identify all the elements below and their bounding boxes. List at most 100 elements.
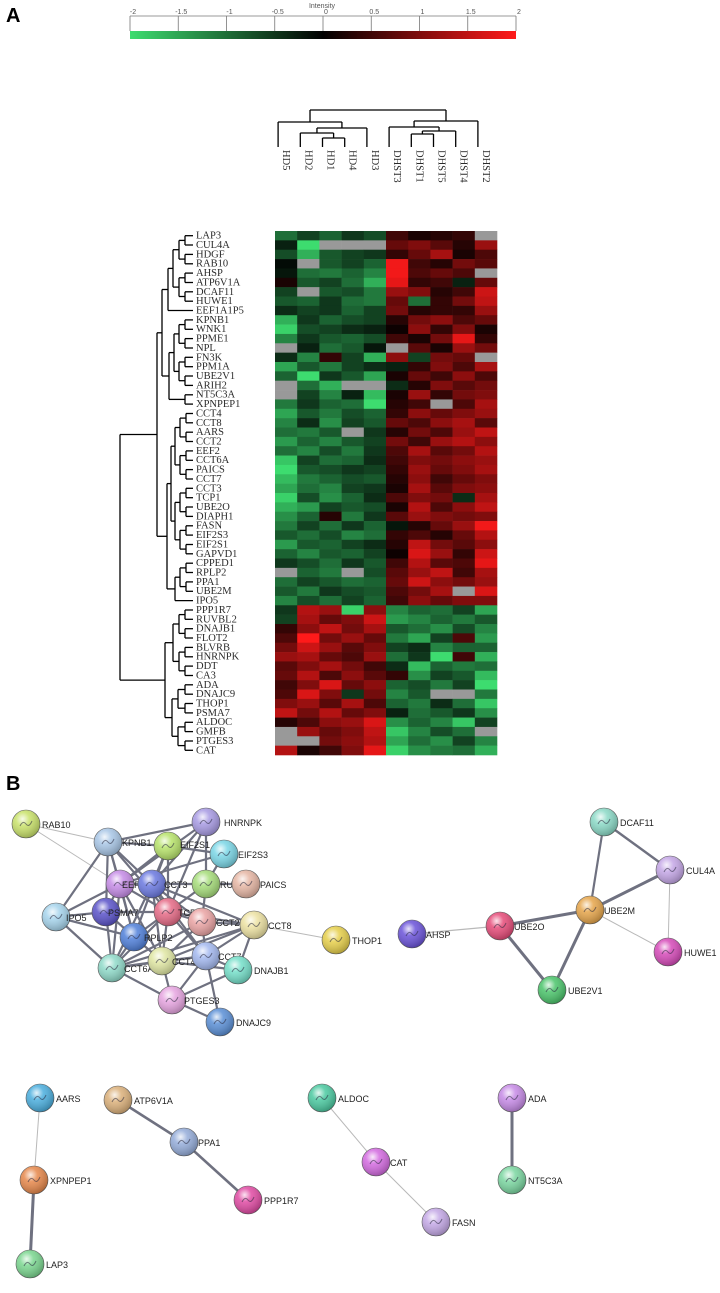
heatmap-cell (474, 371, 498, 382)
heatmap-cell (275, 614, 298, 625)
row-label: FASN (196, 521, 222, 532)
heatmap-cell (386, 390, 409, 400)
network-node-huwe1: HUWE1 (653, 937, 717, 967)
heatmap-cell (363, 539, 387, 550)
heatmap-cell (341, 708, 365, 718)
heatmap-cell (341, 614, 365, 625)
heatmap-cell (341, 324, 365, 335)
heatmap-cell (474, 521, 498, 531)
row-label: CCT2 (196, 437, 222, 448)
network-node-label: DCAF11 (620, 818, 654, 828)
heatmap-cell (363, 315, 387, 325)
heatmap-cell (341, 408, 365, 419)
network-node-ahsp: AHSP (397, 919, 451, 949)
heatmap-cell (297, 277, 320, 288)
heatmap-cell (386, 287, 409, 297)
heatmap-cell (319, 652, 342, 662)
heatmap-cell (452, 399, 476, 410)
heatmap-cell (275, 277, 298, 288)
heatmap-cell (297, 530, 320, 541)
heatmap-cell (297, 483, 320, 494)
heatmap-cell (319, 268, 342, 279)
panel-a-label: A (6, 5, 20, 27)
heatmap-cell (319, 680, 342, 690)
heatmap-cell (408, 717, 431, 728)
column-label: DHST2 (480, 150, 491, 183)
heatmap-cell (430, 567, 453, 578)
heatmap-cell (341, 483, 365, 494)
heatmap-cell (408, 427, 431, 438)
heatmap-cell (386, 661, 409, 672)
row-label: AARS (196, 427, 224, 438)
heatmap-cell (452, 511, 476, 522)
heatmap-cell (363, 408, 387, 419)
heatmap-cell (430, 296, 453, 307)
heatmap-cell (297, 549, 320, 559)
row-label: THOP1 (196, 699, 229, 710)
network-node-label: DNAJB1 (254, 966, 289, 976)
protein-structure-icon (99, 908, 113, 915)
row-label: GAPVD1 (196, 549, 237, 560)
heatmap-cell (363, 633, 387, 644)
heatmap-cell (408, 333, 431, 344)
network-node-cct8: CCT8 (239, 910, 292, 940)
heatmap-cell (386, 277, 409, 288)
heatmap-cell (452, 539, 476, 550)
row-label: BLVRB (196, 642, 230, 653)
heatmap-cell (363, 399, 387, 410)
heatmap-cell (297, 717, 320, 728)
row-label: FLOT2 (196, 633, 228, 644)
heatmap-cell (386, 455, 409, 466)
row-label: DCAF11 (196, 287, 234, 298)
color-scale-tick-label: 1 (421, 9, 425, 16)
network-node-label: ALDOC (338, 1094, 370, 1104)
heatmap-cell (408, 455, 431, 466)
heatmap-cell (341, 661, 365, 672)
row-label: ARIH2 (196, 380, 227, 391)
heatmap-cell (363, 567, 387, 578)
heatmap-cell (452, 605, 476, 615)
network-node-dnajb1: DNAJB1 (223, 955, 289, 985)
heatmap-cell (474, 614, 498, 625)
heatmap-cell (297, 249, 320, 260)
heatmap-cell (452, 333, 476, 344)
heatmap-cell (474, 577, 498, 587)
heatmap-cell (386, 670, 409, 681)
heatmap-cell (297, 446, 320, 456)
heatmap-cell (319, 352, 342, 363)
heatmap-cell (341, 521, 365, 531)
color-scale-gradient (130, 31, 516, 39)
heatmap-cell (452, 577, 476, 587)
heatmap-cell (341, 567, 365, 578)
heatmap-cell (341, 418, 365, 428)
protein-structure-icon (19, 820, 33, 827)
protein-structure-icon (127, 933, 141, 940)
protein-structure-icon (315, 1094, 329, 1101)
heatmap-cell (341, 698, 365, 709)
heatmap-cell (341, 231, 365, 241)
heatmap-cell (275, 343, 298, 353)
heatmap-cell (363, 380, 387, 391)
heatmap-cell (363, 418, 387, 428)
heatmap-cell (386, 558, 409, 569)
heatmap-cell (452, 474, 476, 484)
heatmap-cell (363, 287, 387, 297)
heatmap-cell (363, 446, 387, 456)
protein-structure-icon (493, 922, 507, 929)
heatmap-cell (363, 558, 387, 569)
heatmap-cell (452, 277, 476, 288)
heatmap-cell (319, 259, 342, 269)
heatmap-cell (430, 305, 453, 316)
heatmap-cell (386, 689, 409, 700)
heatmap-cell (452, 652, 476, 662)
heatmap-cell (319, 333, 342, 344)
heatmap-cell (275, 352, 298, 363)
row-label: PPP1R7 (196, 605, 231, 616)
heatmap-cell (430, 343, 453, 353)
heatmap-cell (474, 408, 498, 419)
heatmap-cell (275, 231, 298, 241)
row-label: UBE2M (196, 586, 232, 597)
heatmap-cell (430, 268, 453, 279)
network-edge (110, 920, 204, 970)
